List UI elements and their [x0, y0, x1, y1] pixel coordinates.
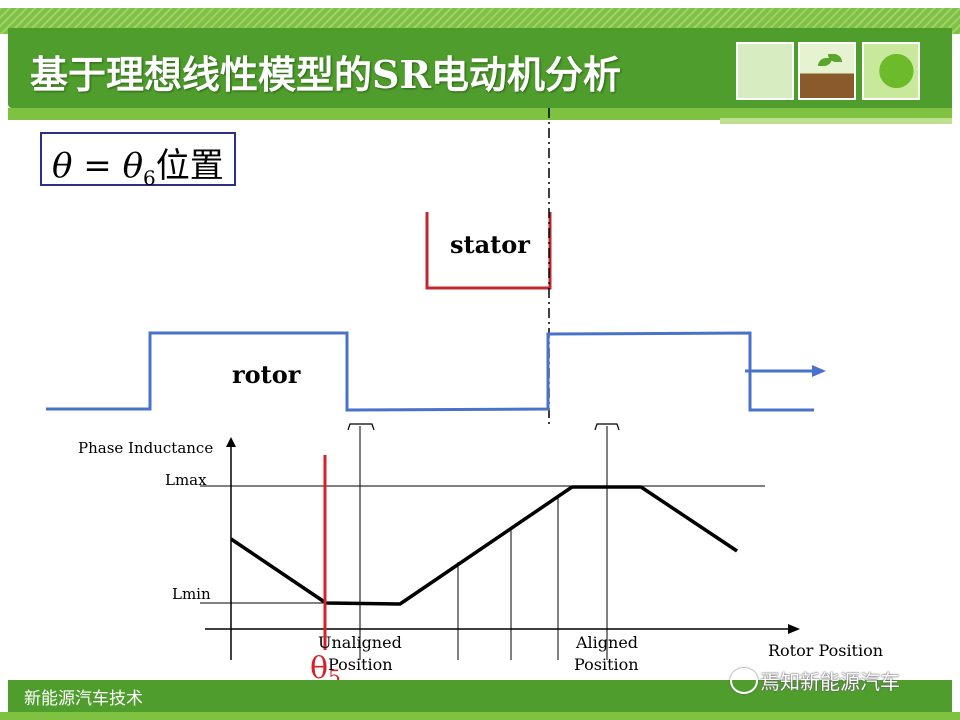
header-thumbnail-sprout — [798, 42, 856, 100]
header-bottom-stripe — [8, 108, 952, 120]
theta-position-label: θ = θ6位置 — [52, 138, 224, 190]
wechat-icon — [730, 668, 758, 694]
footer-text: 新能源汽车技术 — [24, 689, 143, 709]
header-accent-stripe — [720, 118, 952, 124]
aligned-bracket — [594, 423, 620, 431]
header-thumbnail-leaves — [862, 42, 920, 100]
unaligned-bracket — [347, 423, 375, 431]
theta-position-box — [40, 132, 236, 186]
stator-outline — [425, 212, 552, 290]
lmin-label: Lmin — [172, 585, 211, 603]
unaligned-label-line1: Unaligned — [318, 633, 402, 652]
x-axis-label: Rotor Position — [768, 641, 883, 660]
stator-label: stator — [450, 230, 530, 259]
y-axis-arrow-icon — [226, 437, 236, 447]
aligned-label-line1: Aligned — [575, 633, 638, 652]
watermark-text: 焉知新能源汽车 — [760, 670, 900, 694]
theta-equation: θ = θ — [52, 146, 144, 186]
footer-stripe — [0, 712, 960, 720]
x-axis-arrow-icon — [788, 624, 800, 634]
y-axis-label: Phase Inductance — [78, 439, 213, 457]
inductance-curve — [230, 485, 738, 606]
rotation-arrow-icon — [812, 365, 826, 377]
unaligned-label-line2: Position — [328, 655, 393, 674]
lmax-label: Lmax — [165, 471, 207, 489]
footer-bar — [8, 680, 952, 712]
rotor-label: rotor — [232, 360, 301, 389]
theta-suffix: 位置 — [155, 146, 224, 186]
sprout-leaf-icon — [818, 58, 832, 66]
theta-subscript: 6 — [143, 165, 156, 190]
slide-title: 基于理想线性模型的SR电动机分析 — [30, 52, 622, 97]
header-thumbnail-plain — [736, 42, 794, 100]
rotor-profile — [46, 331, 814, 412]
aligned-label-line2: Position — [574, 655, 639, 674]
header-bar — [8, 28, 952, 108]
